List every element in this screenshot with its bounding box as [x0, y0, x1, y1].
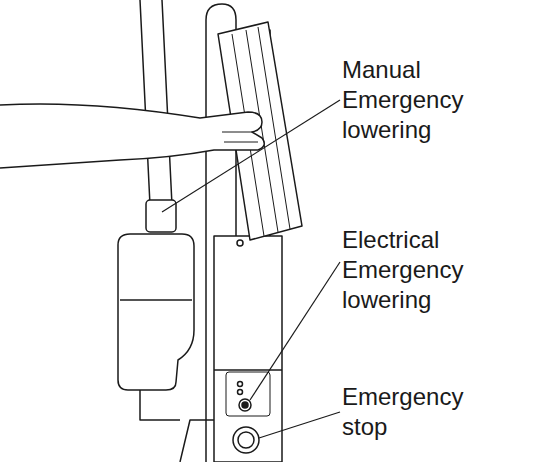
finger-lines [222, 132, 258, 142]
leader-line [259, 412, 340, 438]
callout-label: Electrical Emergency lowering [342, 225, 492, 315]
emergency-stop-knob [233, 427, 259, 453]
callout-label: Emergency stop [342, 382, 492, 442]
indicator-light [238, 390, 243, 395]
actuator-seam [120, 299, 192, 301]
column-seam [214, 369, 282, 371]
actuator [118, 234, 194, 390]
boom-arm [140, 0, 172, 205]
indicator-light [238, 382, 243, 387]
cover-hinge [237, 240, 243, 246]
lowering-button-core [242, 402, 248, 408]
leader-line [250, 262, 340, 400]
operator-hand [0, 104, 264, 168]
leader-line [162, 100, 340, 212]
actuator-rod [140, 390, 180, 420]
mast-column [214, 236, 282, 462]
lowering-button [239, 399, 251, 411]
emergency-stop-knob-inner [238, 432, 254, 448]
arm-clamp [146, 200, 176, 232]
base-frame [180, 420, 214, 462]
callout-label: Manual Emergency lowering [342, 55, 492, 145]
